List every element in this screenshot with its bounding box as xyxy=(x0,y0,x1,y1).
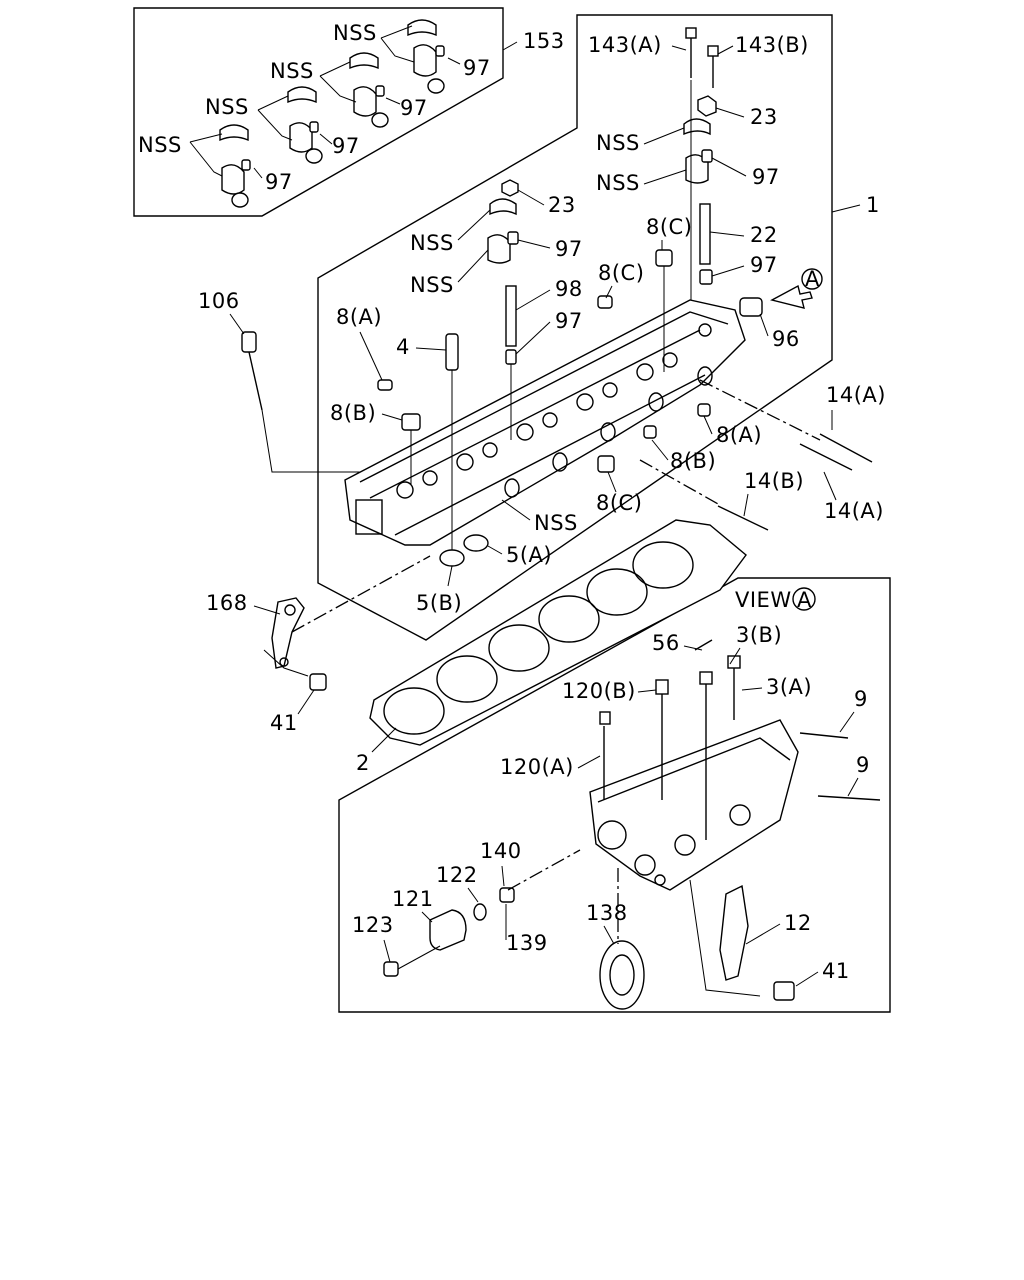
label-view: VIEW xyxy=(735,588,792,612)
center-dash-lines xyxy=(291,379,821,633)
label-140: 140 xyxy=(480,839,522,863)
center-pushrod-group xyxy=(487,179,519,440)
label-2: 2 xyxy=(356,751,370,775)
label-8b: 8(B) xyxy=(330,401,376,425)
label-120a: 120(A) xyxy=(500,755,574,779)
label-nss: NSS xyxy=(138,133,182,157)
rocker-set-inset-frame xyxy=(133,7,504,217)
label-9: 9 xyxy=(854,687,868,711)
label-23: 23 xyxy=(750,105,778,129)
label-14a: 14(A) xyxy=(826,383,886,407)
rocker-arm-pair-1 xyxy=(407,19,445,94)
label-circle-a: A xyxy=(797,588,812,612)
label-3a: 3(A) xyxy=(766,675,812,699)
label-3b: 3(B) xyxy=(736,623,782,647)
rocker-shaft-bolts xyxy=(683,27,719,300)
label-nss: NSS xyxy=(596,131,640,155)
label-97: 97 xyxy=(555,309,583,333)
label-8b: 8(B) xyxy=(670,449,716,473)
cylinder-head-body xyxy=(344,299,746,546)
label-97: 97 xyxy=(555,237,583,261)
label-168: 168 xyxy=(206,591,248,615)
head-gasket-2 xyxy=(369,519,747,746)
label-139: 139 xyxy=(506,931,548,955)
rocker-arm-pair-4 xyxy=(219,124,251,208)
label-14a: 14(A) xyxy=(824,499,884,523)
label-nss: NSS xyxy=(410,231,454,255)
label-nss: NSS xyxy=(534,511,578,535)
label-98: 98 xyxy=(555,277,583,301)
label-nss: NSS xyxy=(333,21,377,45)
label-122: 122 xyxy=(436,863,478,887)
label-97: 97 xyxy=(265,170,293,194)
label-8c: 8(C) xyxy=(646,215,692,239)
label-14b: 14(B) xyxy=(744,469,804,493)
label-97: 97 xyxy=(750,253,778,277)
label-22: 22 xyxy=(750,223,778,247)
label-23: 23 xyxy=(548,193,576,217)
label-nss: NSS xyxy=(596,171,640,195)
label-97: 97 xyxy=(400,96,428,120)
label-nss: NSS xyxy=(205,95,249,119)
label-9: 9 xyxy=(856,753,870,777)
view-a-frame xyxy=(338,577,891,1013)
label-8c: 8(C) xyxy=(598,261,644,285)
label-8a: 8(A) xyxy=(336,305,382,329)
drive-arrow-a xyxy=(770,268,823,309)
label-138: 138 xyxy=(586,901,628,925)
view-a-head xyxy=(589,639,881,891)
label-41: 41 xyxy=(822,959,850,983)
label-5b: 5(B) xyxy=(416,591,462,615)
valve-parts xyxy=(377,249,763,567)
label-153: 153 xyxy=(523,29,565,53)
label-nss: NSS xyxy=(410,273,454,297)
label-4: 4 xyxy=(396,335,410,359)
part-labels: NSS 97 153 NSS 97 NSS 97 NSS 97 143(A) 1… xyxy=(138,21,886,987)
inset-leader-lines xyxy=(189,25,518,179)
label-97: 97 xyxy=(332,134,360,158)
label-106: 106 xyxy=(198,289,240,313)
label-121: 121 xyxy=(392,887,434,911)
head-studs xyxy=(717,433,873,531)
label-12: 12 xyxy=(784,911,812,935)
cylinder-head-assembly-frame xyxy=(317,14,833,641)
label-143a: 143(A) xyxy=(588,33,662,57)
label-120b: 120(B) xyxy=(562,679,636,703)
label-nss: NSS xyxy=(270,59,314,83)
label-41: 41 xyxy=(270,711,298,735)
label-8a: 8(A) xyxy=(716,423,762,447)
label-96: 96 xyxy=(772,327,800,351)
label-1: 1 xyxy=(866,193,880,217)
label-97: 97 xyxy=(463,56,491,80)
label-5a: 5(A) xyxy=(506,543,552,567)
label-circle-a: A xyxy=(805,267,820,291)
bracket-168 xyxy=(263,597,327,691)
view-a-small-parts xyxy=(383,655,795,1010)
label-97: 97 xyxy=(752,165,780,189)
rocker-arm-pair-2 xyxy=(349,52,389,128)
label-8c: 8(C) xyxy=(596,491,642,515)
rocker-arm-pair-3 xyxy=(287,86,323,164)
label-123: 123 xyxy=(352,913,394,937)
label-56: 56 xyxy=(652,631,680,655)
glow-plug-106 xyxy=(241,331,360,473)
label-143b: 143(B) xyxy=(735,33,809,57)
